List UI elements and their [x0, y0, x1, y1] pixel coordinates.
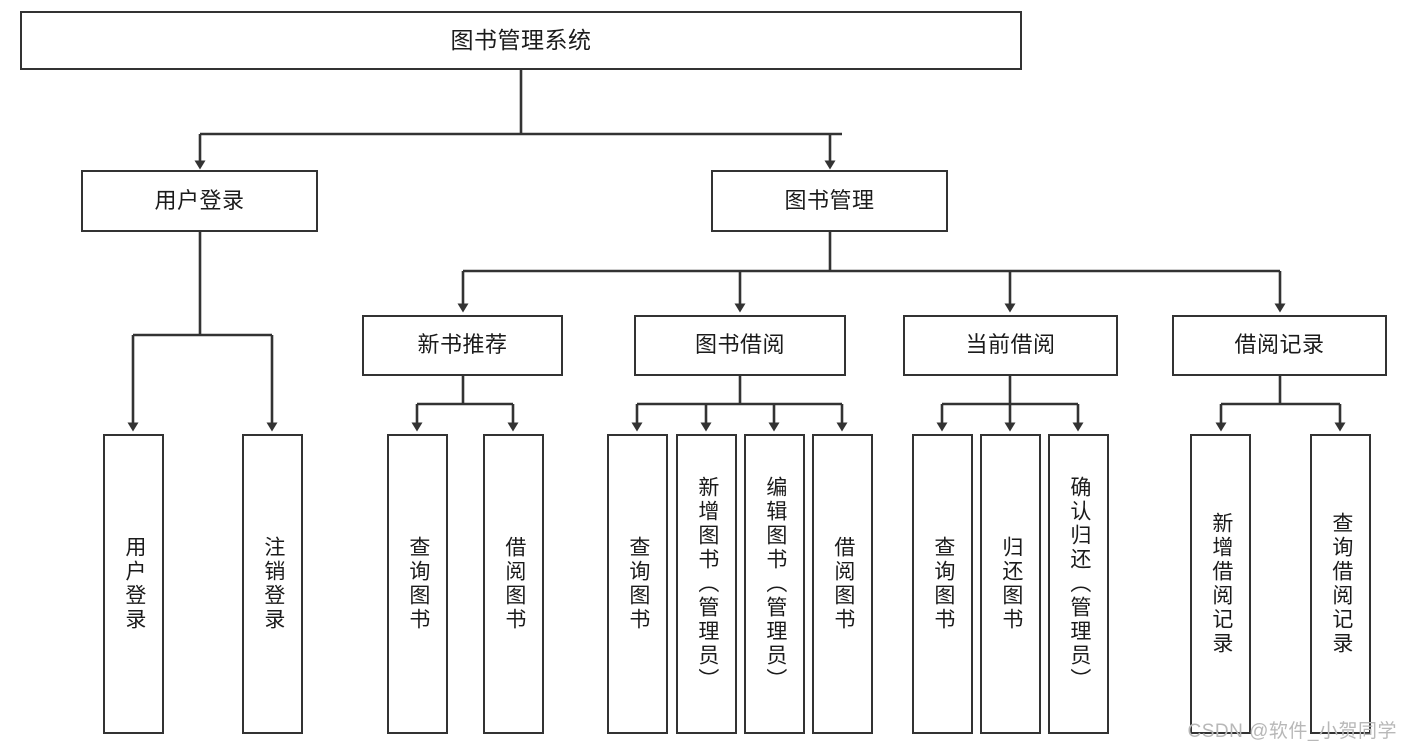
node-root[interactable]: 图书管理系统 [20, 11, 1022, 70]
node-leaf-add-book[interactable]: 新增图书（管理员） [676, 434, 737, 734]
node-leaf-add-record-label: 新增借阅记录 [1209, 512, 1233, 656]
node-book-manage[interactable]: 图书管理 [711, 170, 948, 232]
node-leaf-return-book[interactable]: 归还图书 [980, 434, 1041, 734]
node-leaf-user-login[interactable]: 用户登录 [103, 434, 164, 734]
node-root-label: 图书管理系统 [450, 26, 592, 53]
node-leaf-borrow-book-2[interactable]: 借阅图书 [812, 434, 873, 734]
node-leaf-edit-book[interactable]: 编辑图书（管理员） [744, 434, 805, 734]
node-leaf-query-book-3-label: 查询图书 [931, 536, 955, 632]
node-leaf-query-record[interactable]: 查询借阅记录 [1310, 434, 1371, 734]
node-current-borrow[interactable]: 当前借阅 [903, 315, 1118, 376]
node-leaf-user-login-label: 用户登录 [122, 536, 146, 632]
node-leaf-confirm-return[interactable]: 确认归还（管理员） [1048, 434, 1109, 734]
node-leaf-query-book-1[interactable]: 查询图书 [387, 434, 448, 734]
node-leaf-confirm-return-label: 确认归还（管理员） [1067, 476, 1091, 692]
node-leaf-query-record-label: 查询借阅记录 [1329, 512, 1353, 656]
node-leaf-add-book-label: 新增图书（管理员） [695, 476, 719, 692]
node-leaf-return-book-label: 归还图书 [999, 536, 1023, 632]
node-leaf-query-book-3[interactable]: 查询图书 [912, 434, 973, 734]
node-new-book-recommend[interactable]: 新书推荐 [362, 315, 563, 376]
node-leaf-borrow-book-2-label: 借阅图书 [831, 536, 855, 632]
node-user-login[interactable]: 用户登录 [81, 170, 318, 232]
node-leaf-query-book-1-label: 查询图书 [406, 536, 430, 632]
node-leaf-user-logout[interactable]: 注销登录 [242, 434, 303, 734]
node-book-borrow[interactable]: 图书借阅 [634, 315, 846, 376]
node-new-book-recommend-label: 新书推荐 [417, 332, 508, 358]
node-borrow-record-label: 借阅记录 [1234, 332, 1325, 358]
node-leaf-query-book-2[interactable]: 查询图书 [607, 434, 668, 734]
node-book-borrow-label: 图书借阅 [694, 332, 785, 358]
node-leaf-edit-book-label: 编辑图书（管理员） [763, 476, 787, 692]
node-book-manage-label: 图书管理 [784, 187, 875, 213]
node-leaf-query-book-2-label: 查询图书 [626, 536, 650, 632]
node-current-borrow-label: 当前借阅 [965, 332, 1056, 358]
node-leaf-user-logout-label: 注销登录 [261, 536, 285, 632]
node-leaf-borrow-book-1[interactable]: 借阅图书 [483, 434, 544, 734]
node-leaf-borrow-book-1-label: 借阅图书 [502, 536, 526, 632]
node-leaf-add-record[interactable]: 新增借阅记录 [1190, 434, 1251, 734]
node-user-login-label: 用户登录 [154, 187, 245, 213]
node-borrow-record[interactable]: 借阅记录 [1172, 315, 1387, 376]
csdn-watermark: CSDN @软件_小贺同学 [1187, 721, 1397, 742]
